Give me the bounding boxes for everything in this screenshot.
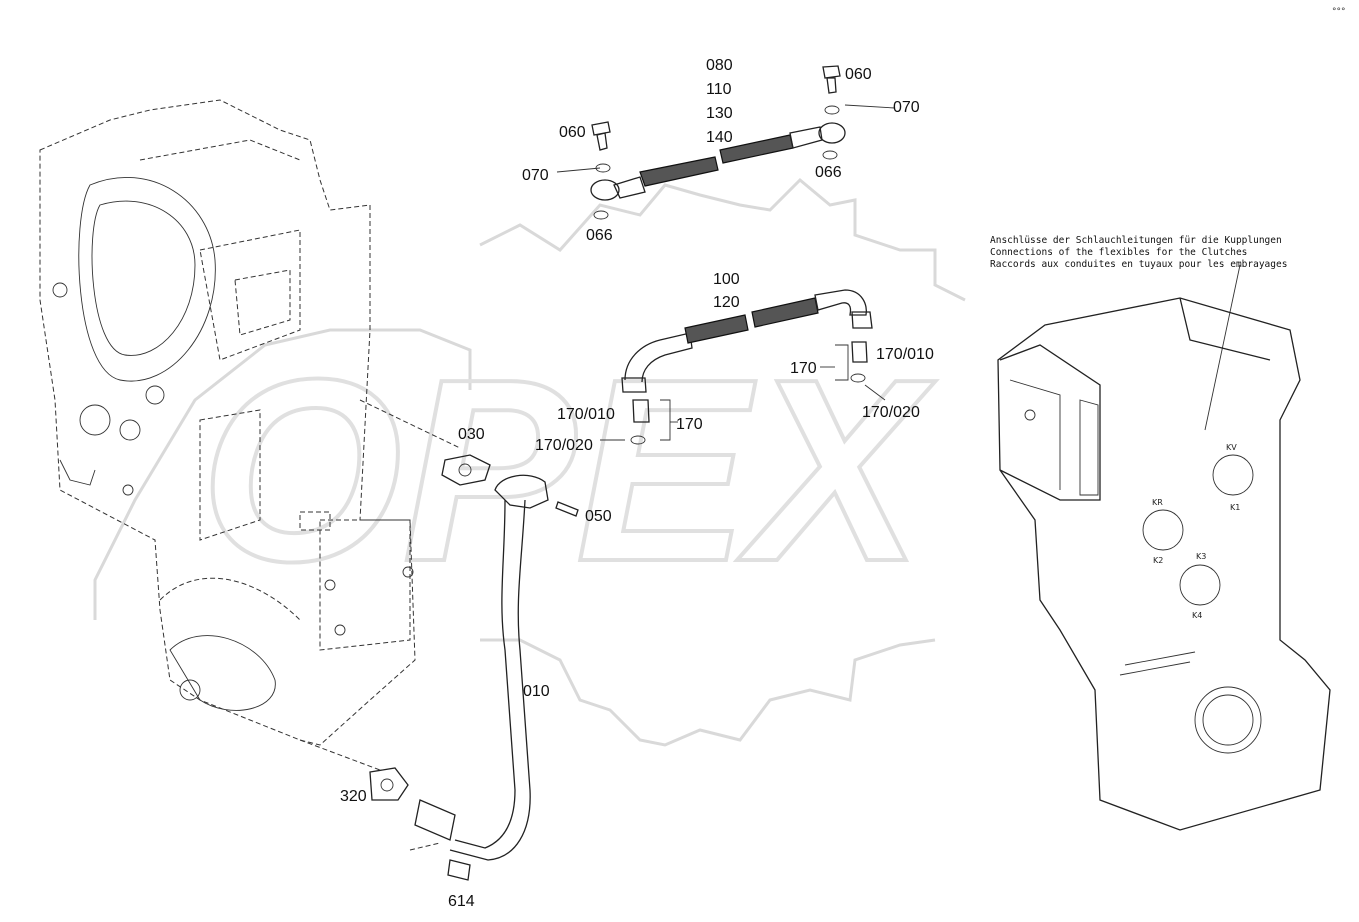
callout-170-right: 170 (790, 360, 817, 377)
port-label-k1: K1 (1230, 503, 1240, 512)
note-line-en: Connections of the flexibles for the Clu… (990, 247, 1247, 258)
callout-320: 320 (340, 788, 367, 805)
callout-066-left: 066 (586, 227, 613, 244)
callout-066-right: 066 (815, 164, 842, 181)
note-line-de: Anschlüsse der Schlauchleitungen für die… (990, 235, 1282, 246)
callout-100: 100 (713, 271, 740, 288)
callout-120: 120 (713, 294, 740, 311)
callout-110: 110 (706, 81, 732, 98)
callout-170-020-right: 170/020 (862, 404, 920, 421)
callout-070-right: 070 (893, 99, 920, 116)
callout-labels: 080 110 130 140 060 060 070 070 066 066 … (340, 57, 934, 910)
callout-170-010-left: 170/010 (557, 406, 615, 423)
callout-010: 010 (523, 683, 550, 700)
callout-140: 140 (706, 129, 733, 146)
pipe-010 (369, 454, 579, 881)
callout-130: 130 (706, 105, 733, 122)
port-label-kv: KV (1226, 443, 1237, 452)
note-line-fr: Raccords aux conduites en tuyaux pour le… (990, 259, 1287, 270)
callout-170-left: 170 (676, 416, 703, 433)
port-label-k2: K2 (1153, 556, 1163, 565)
callout-080: 080 (706, 57, 733, 74)
connection-note: Anschlüsse der Schlauchleitungen für die… (990, 235, 1287, 270)
port-label-k4: K4 (1192, 611, 1202, 620)
port-label-kr: KR (1152, 498, 1163, 507)
callout-614: 614 (448, 893, 475, 910)
port-label-k3: K3 (1196, 552, 1206, 561)
callout-060-right: 060 (845, 66, 872, 83)
port-labels: KV K1 KR K2 K3 K4 (1152, 443, 1240, 620)
hose-assembly-top (590, 65, 846, 220)
corner-mark: °°° (1332, 7, 1346, 17)
callout-030: 030 (458, 426, 485, 443)
callout-050: 050 (585, 508, 612, 525)
callout-070-left: 070 (522, 167, 549, 184)
gearbox-housing (39, 99, 416, 746)
callout-060-left: 060 (559, 124, 586, 141)
callout-170-020-left: 170/020 (535, 437, 593, 454)
clutch-housing (997, 297, 1331, 831)
hose-assembly-middle (621, 289, 873, 445)
watermark-letters: OPEX (200, 326, 936, 616)
watermark: OPEX (93, 177, 966, 747)
callout-170-010-right: 170/010 (876, 346, 934, 363)
